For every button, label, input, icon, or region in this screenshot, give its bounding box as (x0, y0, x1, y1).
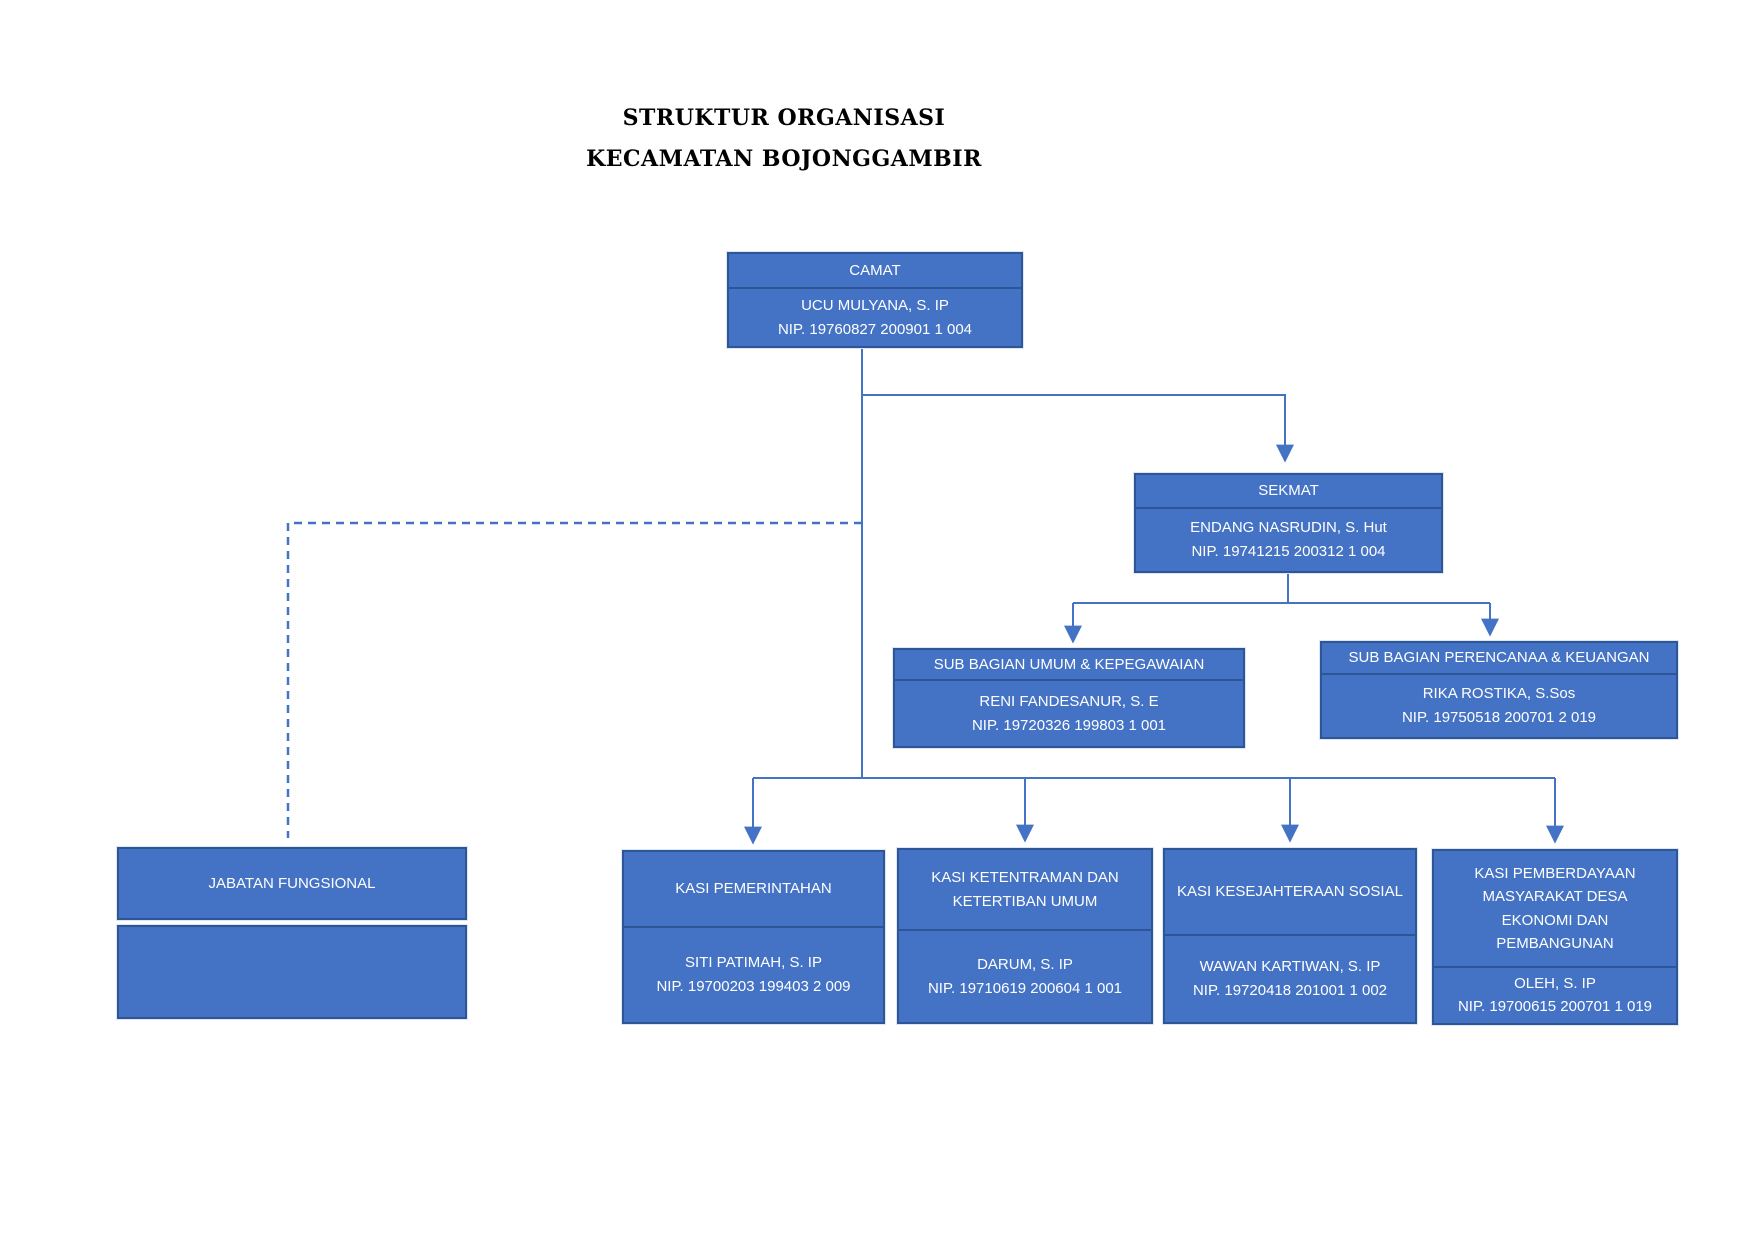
org-node-sekmat: SEKMAT ENDANG NASRUDIN, S. Hut NIP. 1974… (1134, 473, 1443, 573)
page-title-line2: KECAMATAN BOJONGGAMBIR (586, 146, 982, 172)
org-node-kasi-pemberdayaan-nip: NIP. 19700615 200701 1 019 (1457, 997, 1653, 1015)
org-node-camat-name: UCU MULYANA, S. IP (801, 296, 949, 314)
org-node-kasi-ketentraman-title: KASI KETENTRAMAN DAN KETERTIBAN UMUM (899, 850, 1151, 931)
org-node-kasi-pemberdayaan-name: OLEH, S. IP (1514, 975, 1596, 992)
org-node-subbag-perencanaan-nip: NIP. 19750518 200701 2 019 (1401, 709, 1597, 726)
org-node-subbag-umum-nip: NIP. 19720326 199803 1 001 (971, 716, 1167, 734)
org-node-sekmat-title: SEKMAT (1136, 475, 1441, 509)
org-node-jabatan-fungsional-title: JABATAN FUNGSIONAL (208, 874, 376, 892)
org-node-kasi-pemberdayaan-title: KASI PEMBERDAYAAN MASYARAKAT DESA EKONOM… (1434, 851, 1676, 968)
org-node-subbag-umum-name: RENI FANDESANUR, S. E (979, 692, 1159, 710)
org-node-kasi-pemerintahan: KASI PEMERINTAHAN SITI PATIMAH, S. IP NI… (622, 850, 885, 1024)
org-node-kasi-pemerintahan-name: SITI PATIMAH, S. IP (685, 954, 822, 971)
org-node-sekmat-nip: NIP. 19741215 200312 1 004 (1191, 543, 1386, 560)
org-node-kasi-kesejahteraan-title: KASI KESEJAHTERAAN SOSIAL (1165, 850, 1415, 936)
org-node-sekmat-name: ENDANG NASRUDIN, S. Hut (1190, 519, 1387, 536)
org-node-kasi-kesejahteraan: KASI KESEJAHTERAAN SOSIAL WAWAN KARTIWAN… (1163, 848, 1417, 1024)
org-node-kasi-ketentraman: KASI KETENTRAMAN DAN KETERTIBAN UMUM DAR… (897, 848, 1153, 1024)
org-node-camat-nip: NIP. 19760827 200901 1 004 (777, 320, 973, 338)
org-node-kasi-ketentraman-nip: NIP. 19710619 200604 1 001 (927, 979, 1123, 997)
org-node-kasi-pemerintahan-title: KASI PEMERINTAHAN (624, 852, 883, 928)
org-node-kasi-kesejahteraan-nip: NIP. 19720418 201001 1 002 (1192, 982, 1388, 999)
org-node-subbag-perencanaan-name: RIKA ROSTIKA, S.Sos (1422, 685, 1576, 702)
org-node-kasi-pemerintahan-nip: NIP. 19700203 199403 2 009 (656, 978, 851, 995)
org-node-camat: CAMAT UCU MULYANA, S. IP NIP. 19760827 2… (727, 252, 1023, 348)
org-node-jabatan-fungsional: JABATAN FUNGSIONAL (117, 847, 467, 920)
org-node-subbag-perencanaan: SUB BAGIAN PERENCANAA & KEUANGAN RIKA RO… (1320, 641, 1678, 739)
org-node-camat-title: CAMAT (729, 254, 1021, 289)
org-node-kasi-kesejahteraan-name: WAWAN KARTIWAN, S. IP (1199, 958, 1381, 975)
page-title-line1: STRUKTUR ORGANISASI (622, 105, 946, 131)
org-node-kasi-ketentraman-name: DARUM, S. IP (977, 955, 1073, 973)
org-node-subbag-umum-title: SUB BAGIAN UMUM & KEPEGAWAIAN (895, 650, 1243, 681)
org-node-subbag-umum: SUB BAGIAN UMUM & KEPEGAWAIAN RENI FANDE… (893, 648, 1245, 748)
org-node-kasi-pemberdayaan: KASI PEMBERDAYAAN MASYARAKAT DESA EKONOM… (1432, 849, 1678, 1025)
org-node-subbag-perencanaan-title: SUB BAGIAN PERENCANAA & KEUANGAN (1322, 643, 1676, 675)
org-node-jabatan-fungsional-body (117, 925, 467, 1019)
